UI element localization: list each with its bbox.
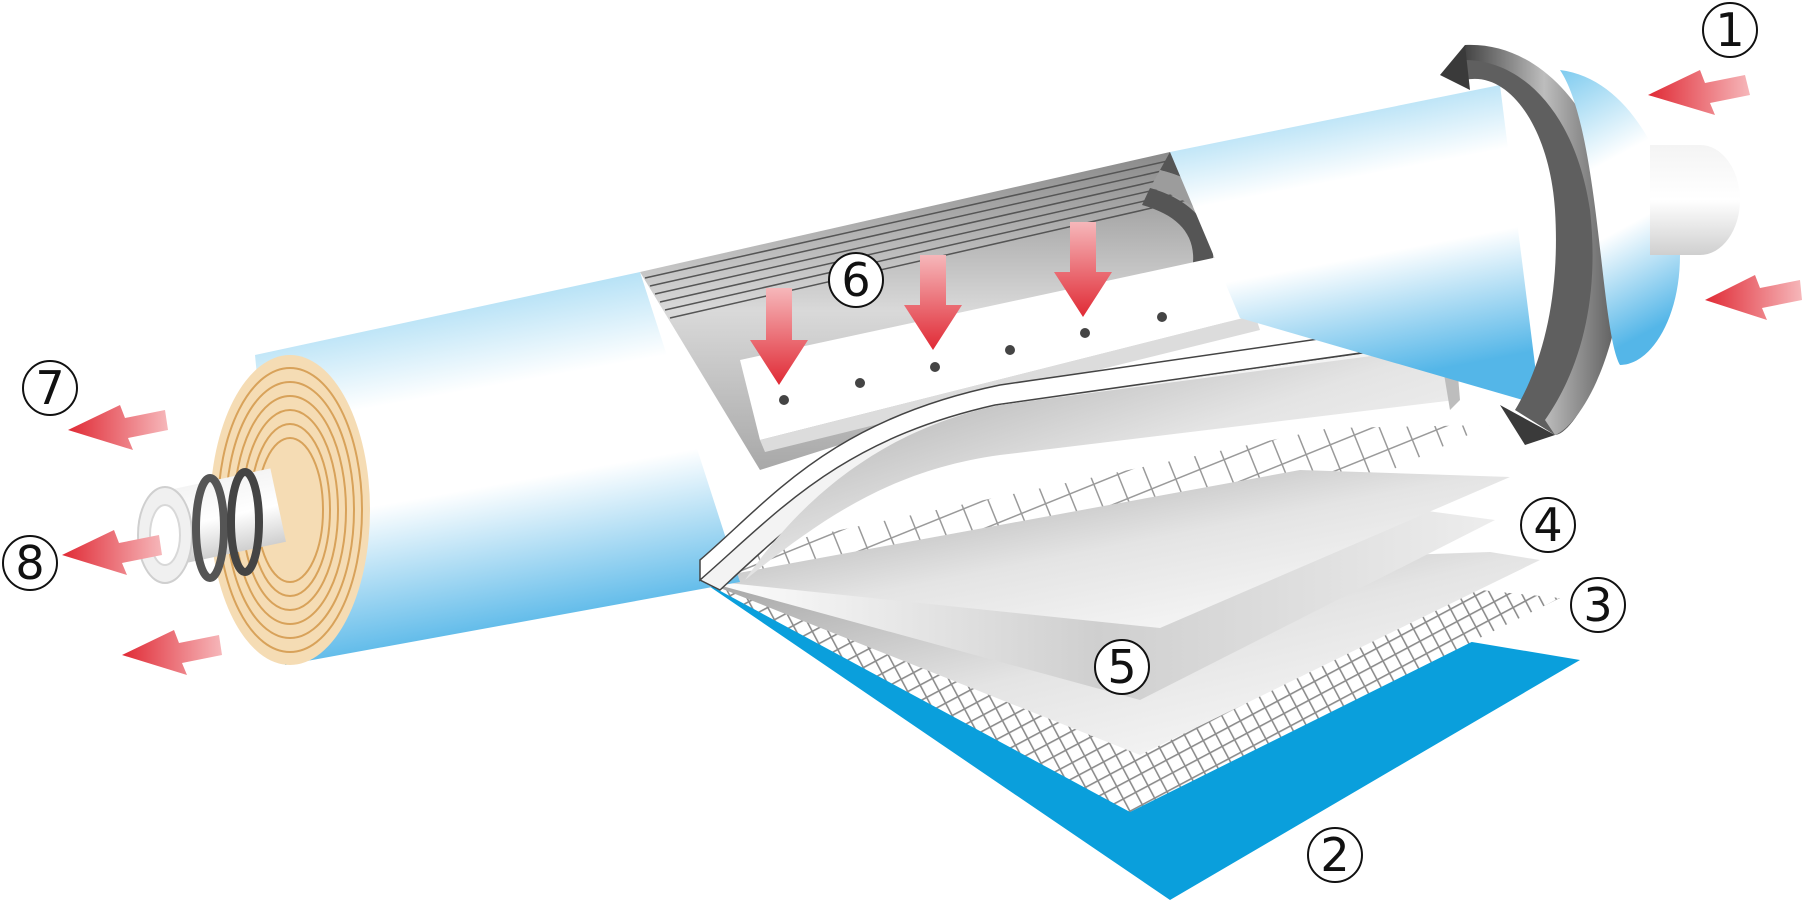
callout-1: 1 <box>1702 2 1758 58</box>
end-cap-right <box>1440 44 1740 445</box>
callout-1-label: 1 <box>1715 3 1744 57</box>
callout-6: 6 <box>828 252 884 308</box>
layer-mesh-upper <box>700 425 1490 580</box>
callout-8-label: 8 <box>15 536 44 590</box>
permeate-pipe-left <box>137 468 286 584</box>
callout-2-label: 2 <box>1320 828 1349 882</box>
callout-4: 4 <box>1520 497 1576 553</box>
callout-3: 3 <box>1570 577 1626 633</box>
tube-right-section <box>1170 85 1540 405</box>
callout-8: 8 <box>2 535 58 591</box>
callout-3-label: 3 <box>1583 578 1612 632</box>
tube-left-section <box>255 272 740 665</box>
layer-sheet-upper <box>700 470 1510 628</box>
callout-7: 7 <box>22 360 78 416</box>
callout-6-label: 6 <box>841 253 870 307</box>
callout-4-label: 4 <box>1533 498 1562 552</box>
permeate-arrow-icon <box>750 222 1112 385</box>
callout-2: 2 <box>1307 827 1363 883</box>
permeate-holes <box>779 312 1167 405</box>
flow-arrow-icon <box>62 70 1802 675</box>
callout-5-label: 5 <box>1107 640 1136 694</box>
callout-7-label: 7 <box>35 361 64 415</box>
callout-5: 5 <box>1094 639 1150 695</box>
